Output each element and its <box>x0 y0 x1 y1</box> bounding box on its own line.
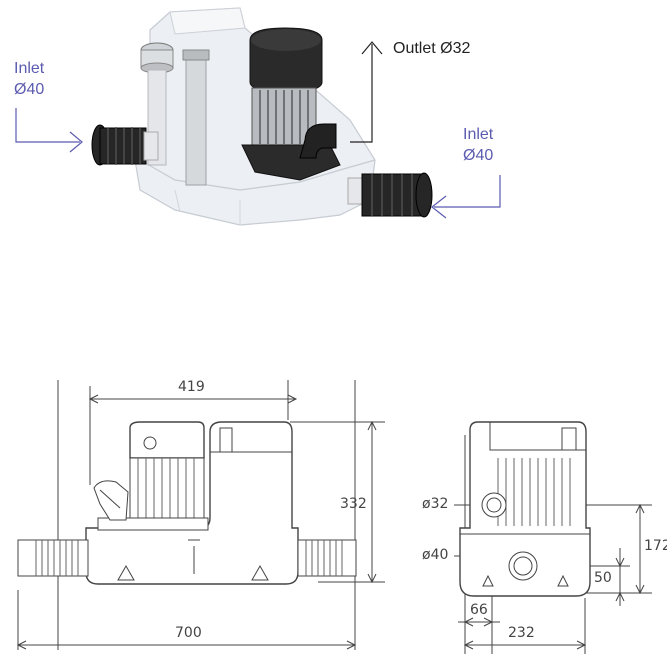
dim-total-width: 700 <box>175 625 202 641</box>
inlet-left-size: Ø40 <box>14 81 45 98</box>
outlet-label: Outlet Ø32 <box>393 40 471 57</box>
outlet-arrow <box>361 41 383 55</box>
dim-inlet-diameter: ø40 <box>422 547 449 563</box>
dim-body-width: 419 <box>178 379 205 395</box>
dim-outlet-height: 172 <box>644 538 667 554</box>
inlet-right-leader <box>434 175 501 208</box>
dim-inlet-offset: 66 <box>470 602 488 618</box>
side-view-drawing <box>454 421 652 654</box>
inlet-right-size: Ø40 <box>463 147 494 164</box>
outlet-leader <box>350 44 373 143</box>
inlet-right-label: Inlet Ø40 <box>463 124 493 166</box>
dim-depth: 232 <box>508 625 535 641</box>
dim-inlet-height: 50 <box>594 570 612 586</box>
front-view-drawing <box>16 380 385 650</box>
dim-outlet-diameter: ø32 <box>422 496 449 512</box>
inlet-right-name: Inlet <box>463 126 494 143</box>
dim-height: 332 <box>340 496 367 512</box>
inlet-left-label: Inlet Ø40 <box>14 58 44 100</box>
inlet-left-name: Inlet <box>14 60 45 77</box>
inlet-left-leader <box>15 108 80 143</box>
inlet-right-arrow <box>431 195 447 219</box>
product-render <box>91 7 433 226</box>
inlet-left-arrow <box>69 131 83 153</box>
